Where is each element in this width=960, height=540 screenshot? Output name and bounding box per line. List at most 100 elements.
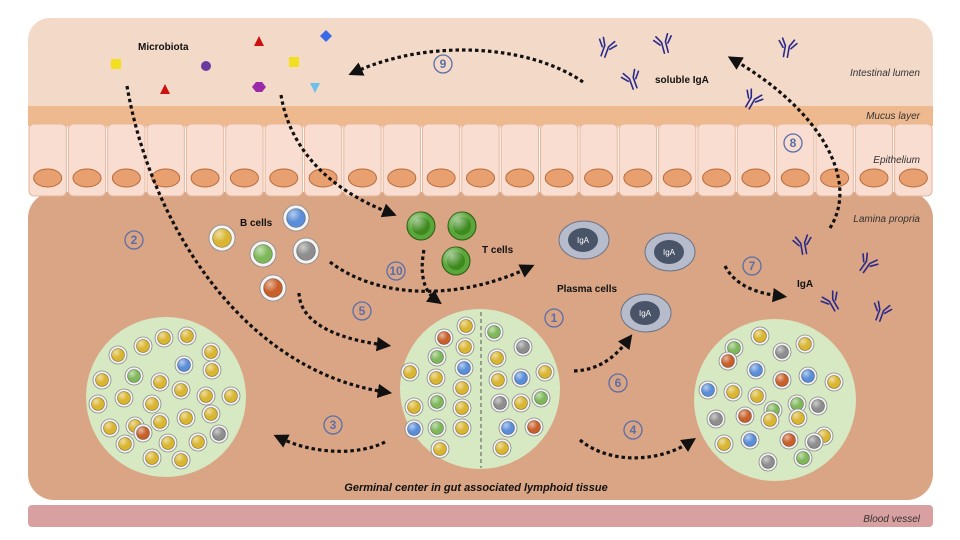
label-soluble-iga: soluble IgA <box>655 75 709 86</box>
svg-text:1: 1 <box>551 311 558 325</box>
gc-b-cell <box>142 394 162 414</box>
gc-b-cell <box>718 351 738 371</box>
epithelial-nucleus <box>33 168 63 188</box>
gc-b-cell <box>779 430 799 450</box>
gc-b-cell <box>492 438 512 458</box>
gc-b-cell <box>772 370 792 390</box>
arrow-step-10-down <box>420 249 442 305</box>
microbe-yellow-square <box>111 59 121 69</box>
step-number-5: 5 <box>352 301 372 321</box>
plasma-cell: IgA <box>620 293 672 333</box>
plasma-cell-iga-label: IgA <box>639 309 652 318</box>
mucus-layer <box>28 106 933 126</box>
microbe-yellow-square-2 <box>289 57 299 67</box>
arrow-step-9 <box>348 48 584 84</box>
gc-b-cell <box>133 336 153 356</box>
gc-b-cell <box>196 386 216 406</box>
arrow-group <box>125 48 842 460</box>
b-cell-blue <box>282 204 310 232</box>
iga-molecule <box>744 88 764 110</box>
epithelial-nucleus <box>426 168 456 188</box>
svg-text:10: 10 <box>389 264 403 278</box>
iga-molecule <box>792 234 812 256</box>
gc-b-cell <box>804 432 824 452</box>
epithelial-nucleus <box>702 168 732 188</box>
arrow-microbiota-to-tcells <box>279 94 397 218</box>
gc-b-cell <box>404 419 424 439</box>
plasma-cell-group: IgA IgA IgA <box>558 220 696 333</box>
blood-vessel <box>28 505 933 527</box>
epithelial-nucleus <box>308 168 338 188</box>
svg-text:2: 2 <box>131 233 138 247</box>
label-lamina-propria: Lamina propria <box>853 214 920 225</box>
gc-b-cell <box>92 370 112 390</box>
label-epithelium: Epithelium <box>873 155 920 166</box>
microbe-purple-hexagon <box>252 82 266 92</box>
epithelial-nucleus <box>780 168 810 188</box>
gc-b-cell <box>795 334 815 354</box>
arrow-bcell-to-plasma <box>329 260 535 293</box>
label-iga-lamina: IgA <box>797 279 813 290</box>
arrow-step-7 <box>723 265 788 303</box>
gc-b-cell <box>524 417 544 437</box>
gc-b-cell <box>150 372 170 392</box>
step-number-8: 8 <box>783 133 803 153</box>
t-cell <box>406 211 436 241</box>
gc-b-cell <box>201 342 221 362</box>
epithelial-nucleus <box>269 168 299 188</box>
gc-b-cell <box>793 448 813 468</box>
b-cell-orange <box>259 274 287 302</box>
plasma-cell: IgA <box>558 220 610 260</box>
epithelial-nucleus <box>466 168 495 188</box>
svg-text:9: 9 <box>440 57 447 71</box>
gc-b-cell <box>454 358 474 378</box>
iga-molecule <box>598 36 618 58</box>
epithelium <box>28 123 933 197</box>
gc-b-cell <box>201 404 221 424</box>
b-cell-yellow <box>208 224 236 252</box>
gc-b-cell <box>188 432 208 452</box>
epithelial-nucleus <box>111 168 141 188</box>
gc-b-cell <box>484 322 504 342</box>
gc-b-cell <box>788 408 808 428</box>
microbe-red-triangle-2 <box>254 36 264 46</box>
gc-b-cell <box>531 388 551 408</box>
plasma-cell-iga-label: IgA <box>663 248 676 257</box>
arrow-step-4 <box>578 438 696 460</box>
svg-text:5: 5 <box>359 304 366 318</box>
gc-b-cell <box>150 412 170 432</box>
gc-b-cell <box>88 394 108 414</box>
epithelial-nucleus <box>820 168 850 188</box>
gc-b-cell <box>430 439 450 459</box>
step-number-2: 2 <box>124 230 144 250</box>
arrow-step-5 <box>297 292 392 352</box>
epithelial-nucleus <box>72 168 102 188</box>
step-number-7: 7 <box>742 256 762 276</box>
epithelial-nucleus <box>387 168 417 188</box>
gc-b-cell <box>824 372 844 392</box>
epithelial-nucleus <box>859 168 889 188</box>
step-number-3: 3 <box>323 415 343 435</box>
svg-text:6: 6 <box>615 376 622 390</box>
label-germinal-center: Germinal center in gut associated lympho… <box>344 482 607 494</box>
gc-b-cell <box>511 393 531 413</box>
svg-text:8: 8 <box>790 136 797 150</box>
gc-b-cell <box>115 434 135 454</box>
gc-b-cell <box>735 406 755 426</box>
plasma-cell: IgA <box>644 232 696 272</box>
epithelial-nucleus <box>584 168 614 188</box>
epithelial-nucleus <box>741 168 771 188</box>
iga-molecule <box>859 252 879 274</box>
microbe-cyan-triangle <box>310 83 320 93</box>
gc-b-cell <box>723 382 743 402</box>
label-b-cells: B cells <box>240 218 273 229</box>
gc-b-cell <box>452 418 472 438</box>
iga-molecule <box>820 290 840 312</box>
gc-b-cell <box>698 380 718 400</box>
gc-b-cell <box>209 424 229 444</box>
gc-b-cell <box>798 366 818 386</box>
epithelial-nucleus <box>662 168 692 188</box>
arrow-step-3 <box>273 434 386 453</box>
gc-b-cell <box>747 386 767 406</box>
